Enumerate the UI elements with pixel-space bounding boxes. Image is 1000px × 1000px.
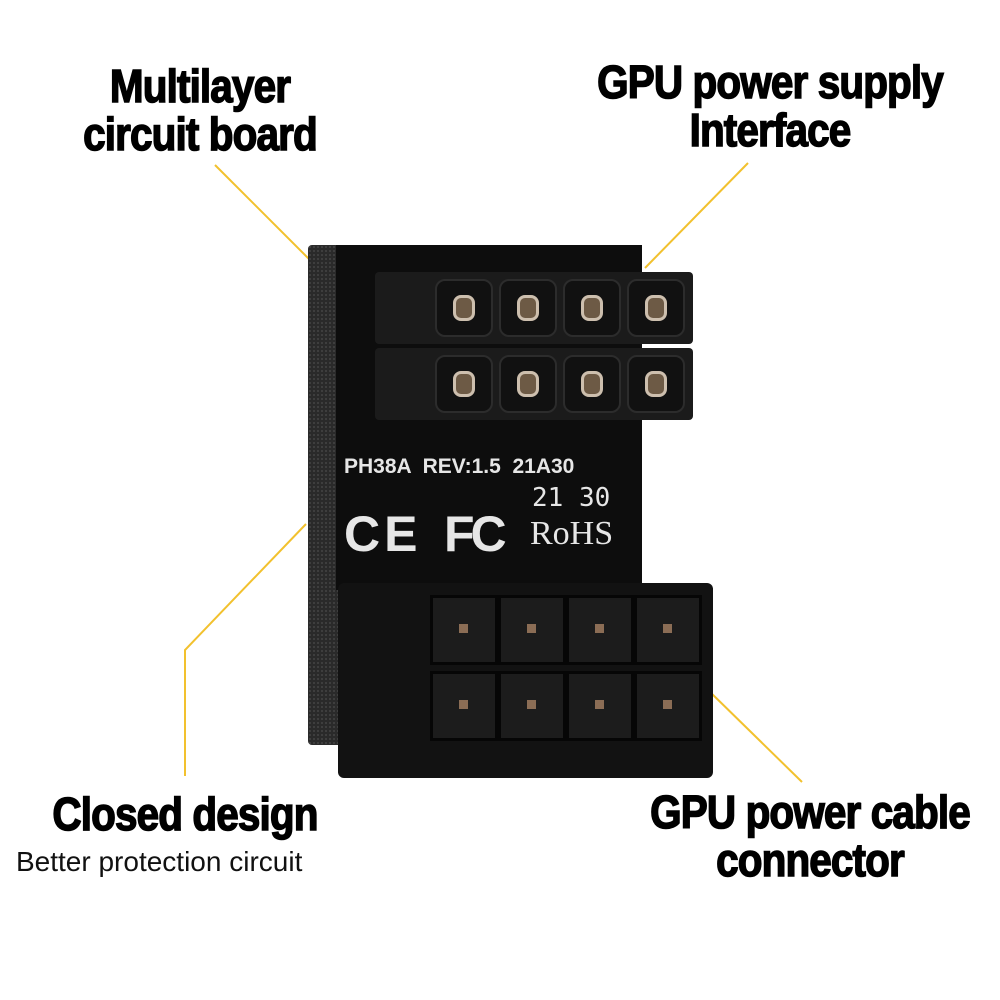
- ce-mark: CE: [344, 506, 422, 562]
- pin: [563, 355, 621, 413]
- socket: [430, 671, 498, 741]
- leader-line-multilayer: [214, 164, 317, 267]
- label-closed-design-subtitle: Better protection circuit: [16, 846, 303, 877]
- socket: [634, 595, 702, 665]
- socket: [566, 595, 634, 665]
- pin: [499, 279, 557, 337]
- pin: [627, 355, 685, 413]
- label-line: circuit board: [82, 108, 318, 161]
- label-closed-design: Closed design: [52, 788, 319, 840]
- socket: [566, 671, 634, 741]
- pin: [627, 279, 685, 337]
- label-line: Interface: [689, 104, 852, 157]
- label-line: connector: [715, 834, 905, 887]
- pin: [499, 355, 557, 413]
- pcb-date-code: 21 30: [532, 483, 611, 513]
- fcc-mark: FC: [444, 506, 507, 562]
- leader-line-cable-connector: [707, 689, 803, 783]
- leader-line-interface: [644, 162, 749, 269]
- pin: [435, 279, 493, 337]
- label-gpu-power-supply-interface: GPU power supply Interface: [585, 56, 955, 157]
- label-line: GPU power supply: [596, 56, 944, 108]
- pcb-model-text: PH38A REV:1.5 21A30: [344, 455, 575, 478]
- leader-line-closed-design: [184, 523, 307, 776]
- gpu-power-supply-interface-connector: [375, 262, 693, 422]
- socket: [498, 671, 566, 741]
- pin: [563, 279, 621, 337]
- label-multilayer-circuit-board: Multilayer circuit board: [68, 60, 332, 161]
- socket: [498, 595, 566, 665]
- pin-row: [375, 348, 693, 420]
- label-gpu-power-cable-connector: GPU power cable connector: [643, 786, 977, 887]
- label-line: GPU power cable: [649, 786, 971, 838]
- socket: [634, 671, 702, 741]
- gpu-power-cable-connector: [338, 583, 713, 778]
- pin-row: [375, 272, 693, 344]
- socket: [430, 595, 498, 665]
- rohs-mark: RoHS: [530, 515, 614, 552]
- label-line: Multilayer: [109, 60, 291, 112]
- pin: [435, 355, 493, 413]
